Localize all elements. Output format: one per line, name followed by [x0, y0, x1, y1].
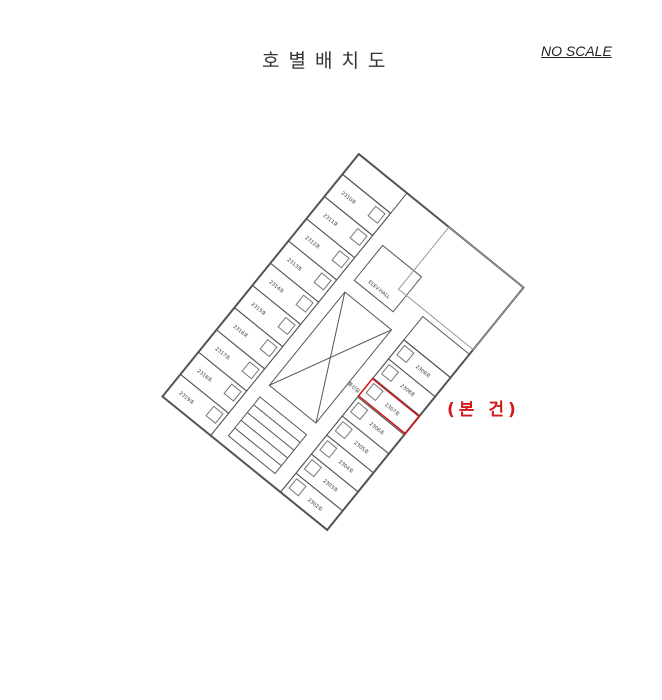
bathroom [277, 316, 296, 336]
unit-label: 2314호 [268, 279, 286, 295]
unit-label: 2312호 [304, 235, 322, 251]
stair-top [353, 244, 423, 313]
elevator-hall-label: ELEV.HALL [367, 279, 391, 300]
bathroom [331, 250, 350, 269]
bathroom [259, 338, 278, 358]
unit-cell [161, 373, 230, 437]
bathroom [365, 382, 384, 402]
stair-bottom [227, 396, 308, 475]
bathroom [223, 383, 242, 402]
bathroom [367, 205, 386, 224]
page-title: 호별배치도 [262, 50, 395, 72]
bathroom [319, 439, 338, 459]
unit-label: 2313호 [286, 257, 304, 273]
core [268, 291, 393, 424]
unit-label: 2315호 [250, 302, 268, 318]
unit-label: 2306호 [368, 421, 386, 437]
bathroom [205, 405, 224, 424]
unit-label: 2317호 [214, 346, 232, 362]
bathroom [241, 361, 260, 380]
utility-room-label: 통신실 [346, 380, 361, 394]
bathroom [288, 478, 307, 497]
core-cross-line [269, 329, 392, 386]
stair-step [240, 419, 288, 459]
bathroom [334, 420, 353, 440]
unit-label: 2316호 [232, 324, 250, 340]
unit-label: 2311호 [322, 213, 340, 229]
building-outline [161, 152, 525, 532]
terrace-right [403, 315, 471, 379]
bathroom [295, 294, 314, 313]
bathroom [313, 272, 332, 291]
unit-label: 2310호 [340, 191, 358, 207]
stair-step [234, 427, 282, 467]
unit-label: 2308호 [399, 383, 417, 399]
bathroom [396, 344, 415, 364]
bathroom [350, 401, 369, 421]
unit-label: 2307호 [383, 402, 401, 418]
scale-note: NO SCALE [541, 43, 612, 59]
unit-label: 2302호 [306, 497, 324, 513]
highlight-label: (본 건) [447, 400, 520, 420]
highlighted-unit [357, 377, 421, 435]
bathroom [303, 459, 323, 478]
void-area [397, 226, 525, 351]
unit-label: 2309호 [414, 364, 432, 380]
unit-label: 2305호 [352, 440, 370, 456]
unit-label: 2303호 [322, 478, 340, 494]
unit-label: 2319호 [178, 391, 196, 407]
bathroom [349, 227, 368, 247]
unit-cell [279, 472, 344, 531]
stair-step [253, 404, 301, 443]
stair-step [246, 412, 295, 451]
unit-label: 2304호 [337, 459, 355, 475]
terrace-top [341, 153, 408, 214]
bathroom [380, 363, 400, 383]
unit-label: 2318호 [196, 368, 214, 384]
